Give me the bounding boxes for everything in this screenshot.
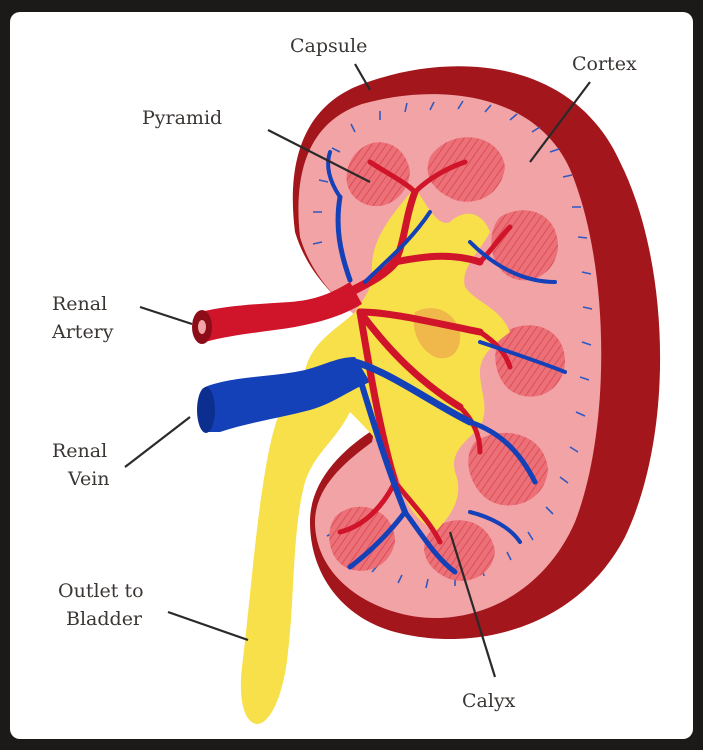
- renal-artery-lumen: [198, 320, 206, 334]
- renal-artery-leader: [140, 307, 192, 324]
- label-renal-vein-2: Vein: [67, 468, 110, 490]
- outlet-leader: [168, 612, 248, 640]
- label-pyramid: Pyramid: [142, 107, 222, 129]
- kidney-diagram: Capsule Cortex Pyramid Renal Artery Rena…: [10, 12, 693, 739]
- label-outlet-2: Bladder: [66, 608, 143, 630]
- label-cortex: Cortex: [572, 53, 637, 75]
- label-outlet-1: Outlet to: [58, 580, 144, 602]
- label-capsule: Capsule: [290, 35, 367, 57]
- diagram-panel: Capsule Cortex Pyramid Renal Artery Rena…: [10, 12, 693, 739]
- label-calyx: Calyx: [462, 690, 516, 712]
- renal-vein-opening: [197, 387, 215, 433]
- label-renal-artery-2: Artery: [51, 321, 114, 343]
- label-renal-artery-1: Renal: [52, 293, 107, 315]
- pyramid-3: [491, 210, 558, 280]
- renal-vein-leader: [125, 417, 190, 467]
- label-renal-vein-1: Renal: [52, 440, 107, 462]
